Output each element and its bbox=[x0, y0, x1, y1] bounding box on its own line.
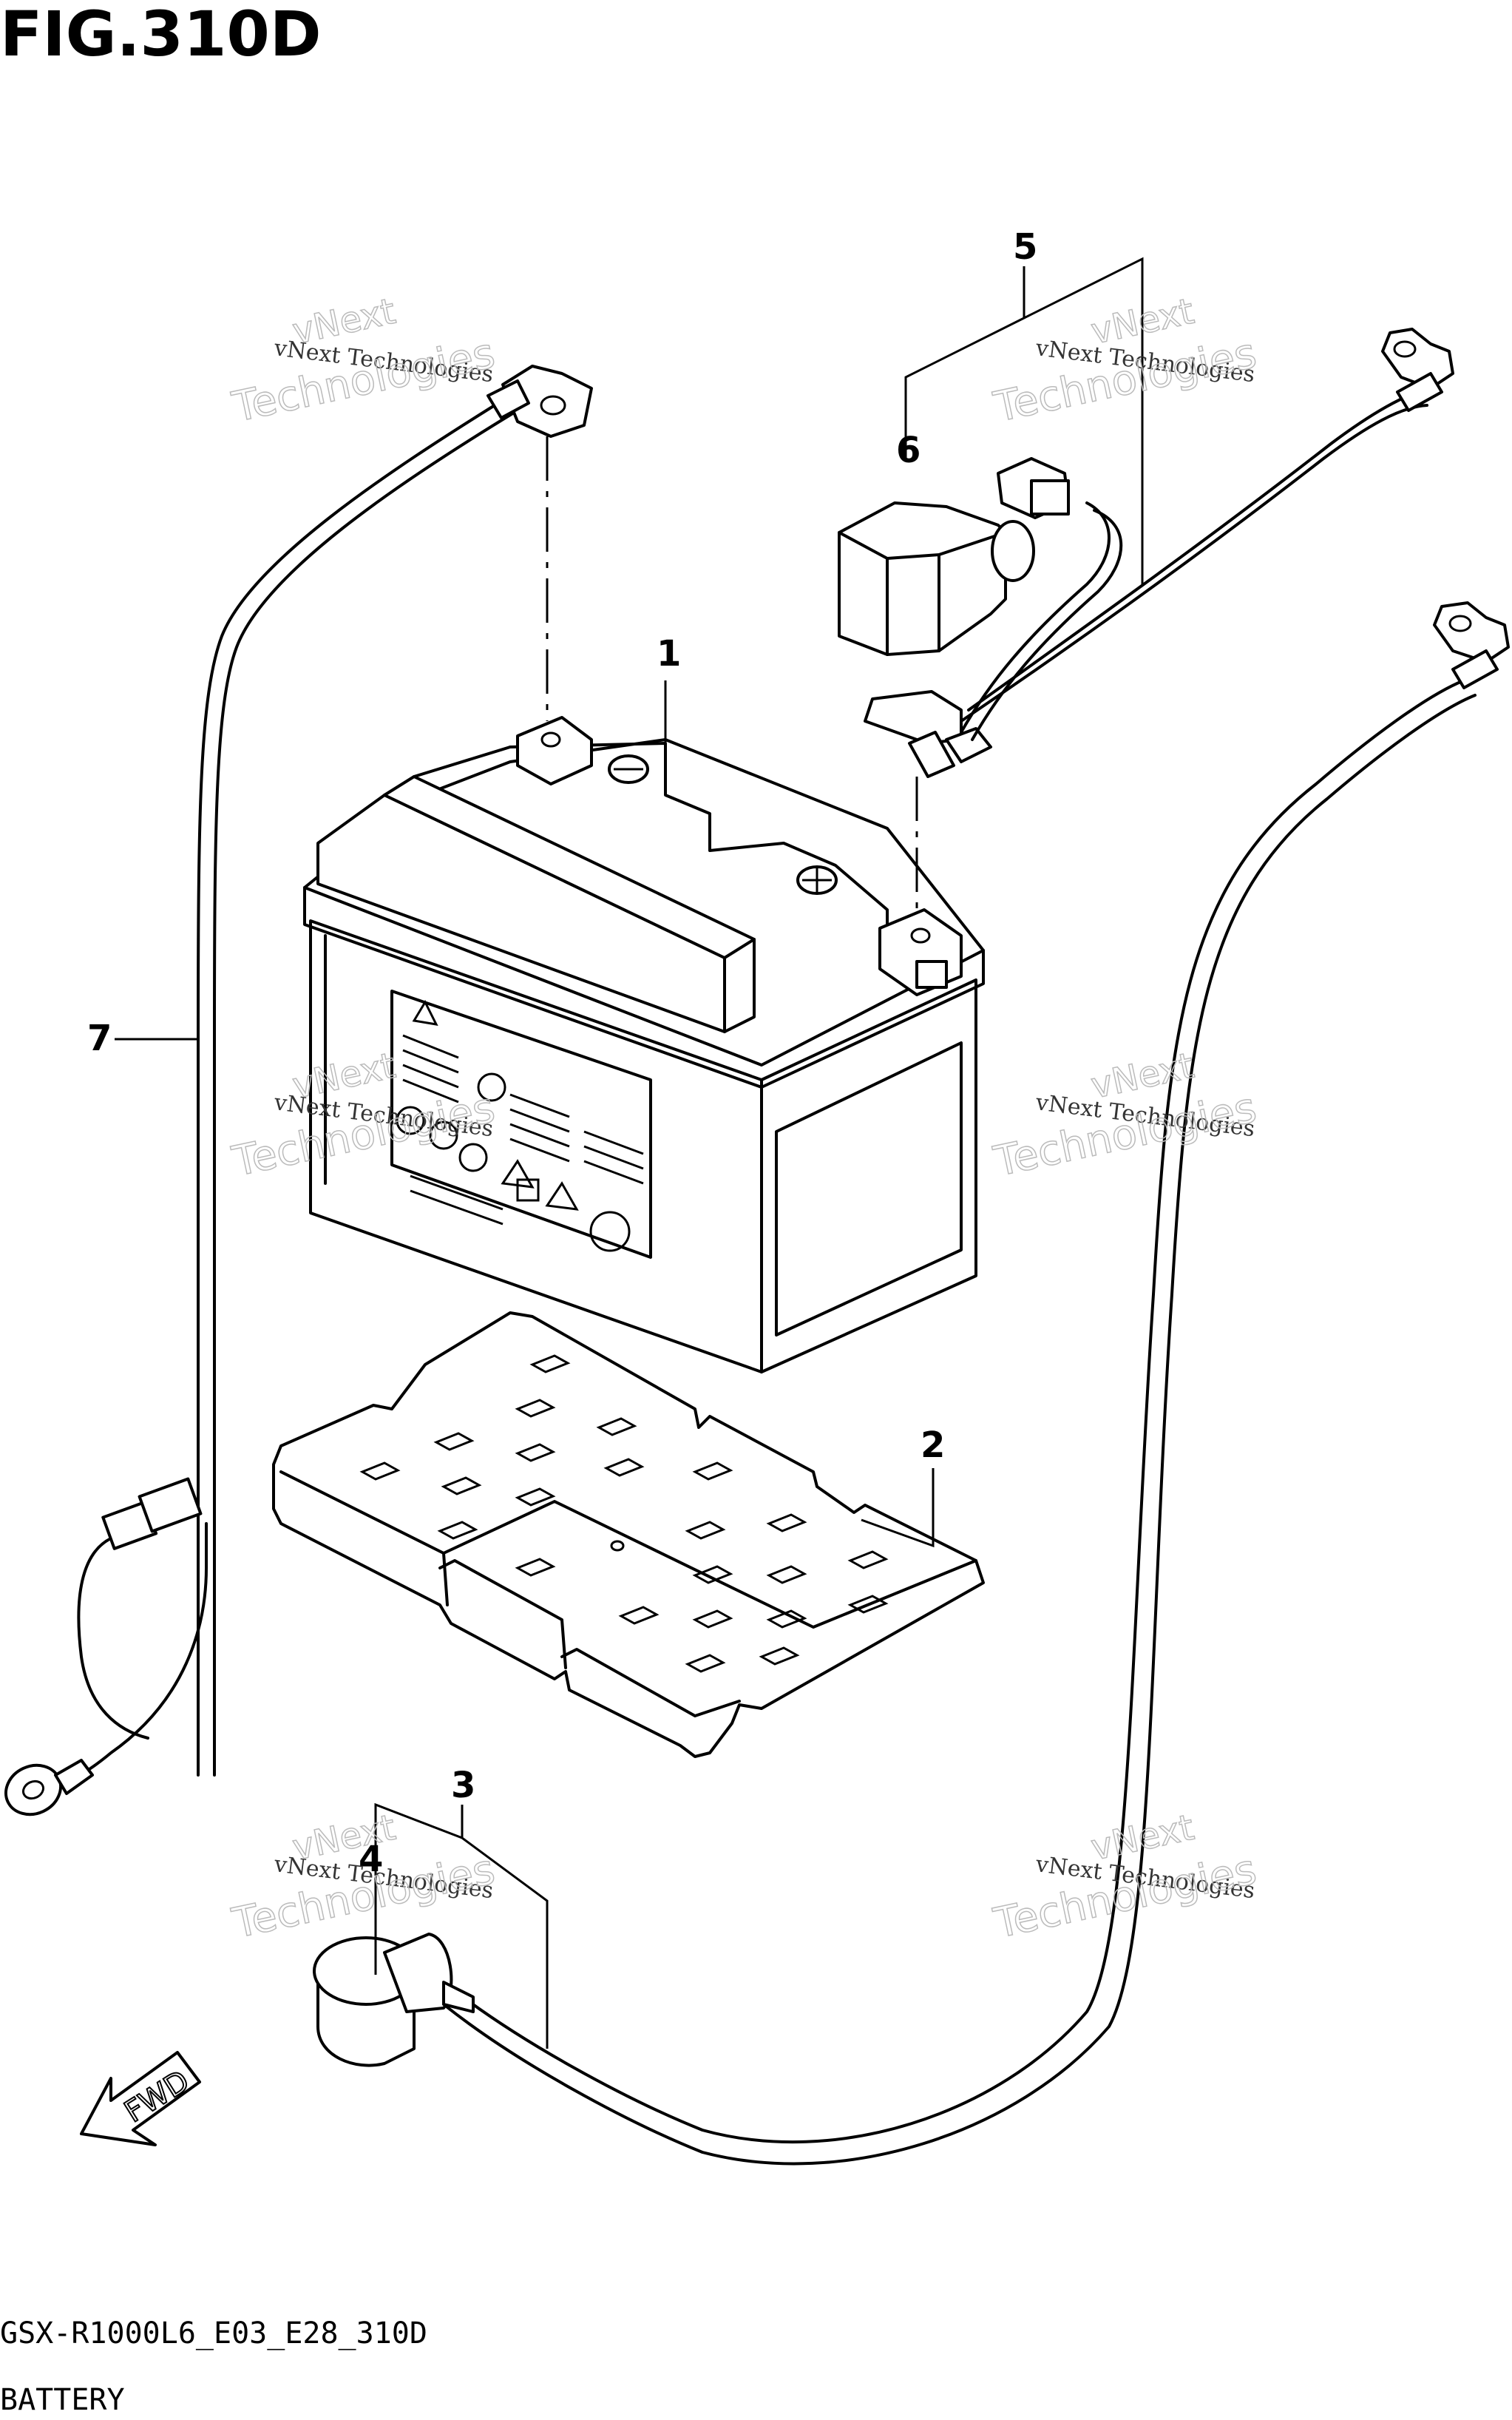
part-1-battery bbox=[303, 716, 985, 1373]
watermark-bottom-right: vNext Technologies vNext Technologies bbox=[989, 1806, 1261, 1949]
part-2-battery-tray bbox=[272, 1311, 985, 1758]
part-5-positive-cable bbox=[864, 257, 1454, 778]
callout-6: 6 bbox=[896, 430, 921, 471]
figure-caption: BATTERY bbox=[0, 2383, 125, 2417]
part-6-cover bbox=[838, 501, 1035, 656]
callout-7: 7 bbox=[87, 1018, 112, 1059]
watermark-top-left: vNext Technologies vNext Technologies bbox=[228, 290, 500, 433]
svg-text:vNext: vNext bbox=[1088, 1045, 1198, 1107]
watermark-middle-right: vNext Technologies vNext Technologies bbox=[989, 1044, 1261, 1187]
callout-3: 3 bbox=[451, 1765, 475, 1806]
callout-4: 4 bbox=[359, 1839, 383, 1880]
callout-2: 2 bbox=[921, 1424, 945, 1466]
watermark-bottom-left: vNext Technologies vNext Technologies bbox=[228, 1806, 500, 1949]
callout-1: 1 bbox=[657, 633, 681, 675]
callout-5: 5 bbox=[1013, 226, 1037, 268]
fwd-direction-arrow: FWD bbox=[80, 2051, 201, 2146]
part-7-ground-cable bbox=[4, 365, 593, 1816]
figure-title: FIG.310D bbox=[0, 0, 322, 70]
figure-code: GSX-R1000L6_E03_E28_310D bbox=[0, 2316, 427, 2350]
part-3-positive-main-cable bbox=[313, 601, 1510, 2166]
svg-text:Technologies: Technologies bbox=[228, 329, 498, 432]
watermark-top-right: vNext Technologies vNext Technologies bbox=[989, 290, 1261, 433]
